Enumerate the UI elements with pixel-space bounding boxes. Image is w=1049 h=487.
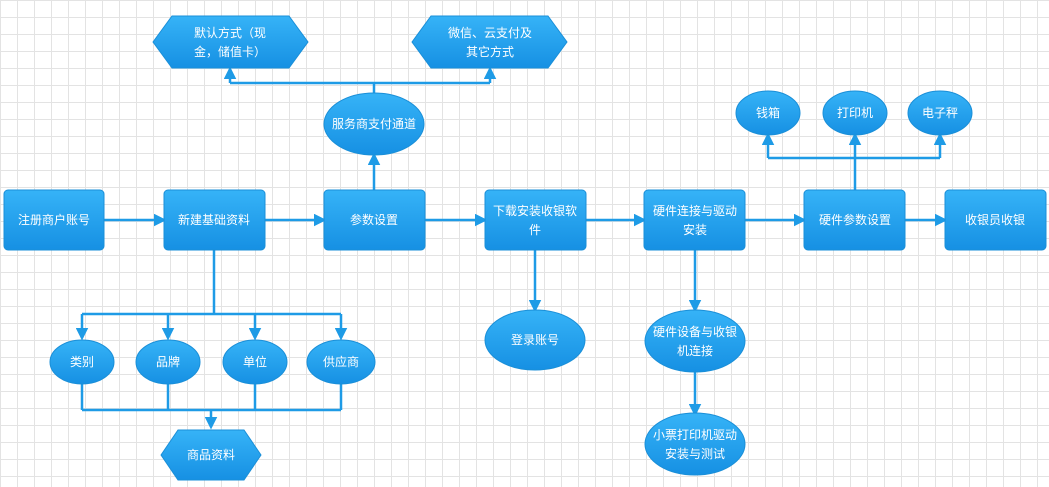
node-cashier-label: 收银员收银 <box>965 213 1025 227</box>
node-unit-label: 单位 <box>243 354 267 369</box>
node-register-label: 注册商户账号 <box>18 212 90 227</box>
node-pay-default-label-2: 金，储值卡） <box>194 44 266 59</box>
node-new-base[interactable]: 新建基础资料 <box>163 189 266 251</box>
node-download[interactable]: 下载安装收银软 件 <box>484 189 587 251</box>
node-cash-box-label: 钱箱 <box>756 105 780 120</box>
node-login[interactable]: 登录账号 <box>484 309 586 371</box>
node-cash-box[interactable]: 钱箱 <box>735 90 801 136</box>
node-hw-device-label-2: 机连接 <box>677 343 713 358</box>
node-pay-channel[interactable]: 服务商支付通道 <box>323 92 425 156</box>
node-pay-default[interactable]: 默认方式（现 金，储值卡） <box>152 15 309 69</box>
node-cashier[interactable]: 收银员收银 <box>944 189 1047 251</box>
node-params[interactable]: 参数设置 <box>323 189 426 251</box>
node-category[interactable]: 类别 <box>49 339 115 385</box>
node-pay-channel-label: 服务商支付通道 <box>332 116 416 131</box>
node-hw-connect[interactable]: 硬件连接与驱动 安装 <box>643 189 746 251</box>
node-supplier[interactable]: 供应商 <box>306 339 376 385</box>
node-brand-label: 品牌 <box>156 355 180 369</box>
node-new-base-label: 新建基础资料 <box>178 212 250 227</box>
node-printer-test-label-1: 小票打印机驱动 <box>653 428 737 442</box>
node-printer-test-label-2: 安装与测试 <box>665 446 725 461</box>
node-supplier-label: 供应商 <box>323 354 359 369</box>
node-scale-label: 电子秤 <box>922 106 958 120</box>
node-hw-device-label-1: 硬件设备与收银 <box>653 325 737 339</box>
node-printer-label: 打印机 <box>837 106 873 120</box>
node-hw-params-label: 硬件参数设置 <box>819 212 891 227</box>
node-hw-connect-label-1: 硬件连接与驱动 <box>653 203 737 218</box>
node-hw-params[interactable]: 硬件参数设置 <box>803 189 906 251</box>
node-pay-other[interactable]: 微信、云支付及 其它方式 <box>411 15 568 69</box>
node-register[interactable]: 注册商户账号 <box>3 189 105 251</box>
connectors <box>75 66 948 430</box>
node-params-label: 参数设置 <box>350 212 398 227</box>
node-brand[interactable]: 品牌 <box>135 339 201 385</box>
node-goods-label: 商品资料 <box>187 447 235 462</box>
node-pay-default-label-1: 默认方式（现 <box>194 25 266 40</box>
node-hw-device[interactable]: 硬件设备与收银 机连接 <box>644 309 746 373</box>
node-scale[interactable]: 电子秤 <box>907 90 973 136</box>
node-printer-test[interactable]: 小票打印机驱动 安装与测试 <box>644 412 746 476</box>
node-goods[interactable]: 商品资料 <box>160 429 262 481</box>
node-download-label-1: 下载安装收银软 <box>493 203 577 218</box>
node-pay-other-label-2: 其它方式 <box>466 44 514 59</box>
node-pay-other-label-1: 微信、云支付及 <box>448 26 532 40</box>
node-printer[interactable]: 打印机 <box>822 90 888 136</box>
node-download-label-2: 件 <box>529 223 541 237</box>
node-login-label: 登录账号 <box>511 332 559 347</box>
node-unit[interactable]: 单位 <box>222 339 288 385</box>
node-hw-connect-label-2: 安装 <box>683 222 707 237</box>
node-category-label: 类别 <box>70 355 94 369</box>
